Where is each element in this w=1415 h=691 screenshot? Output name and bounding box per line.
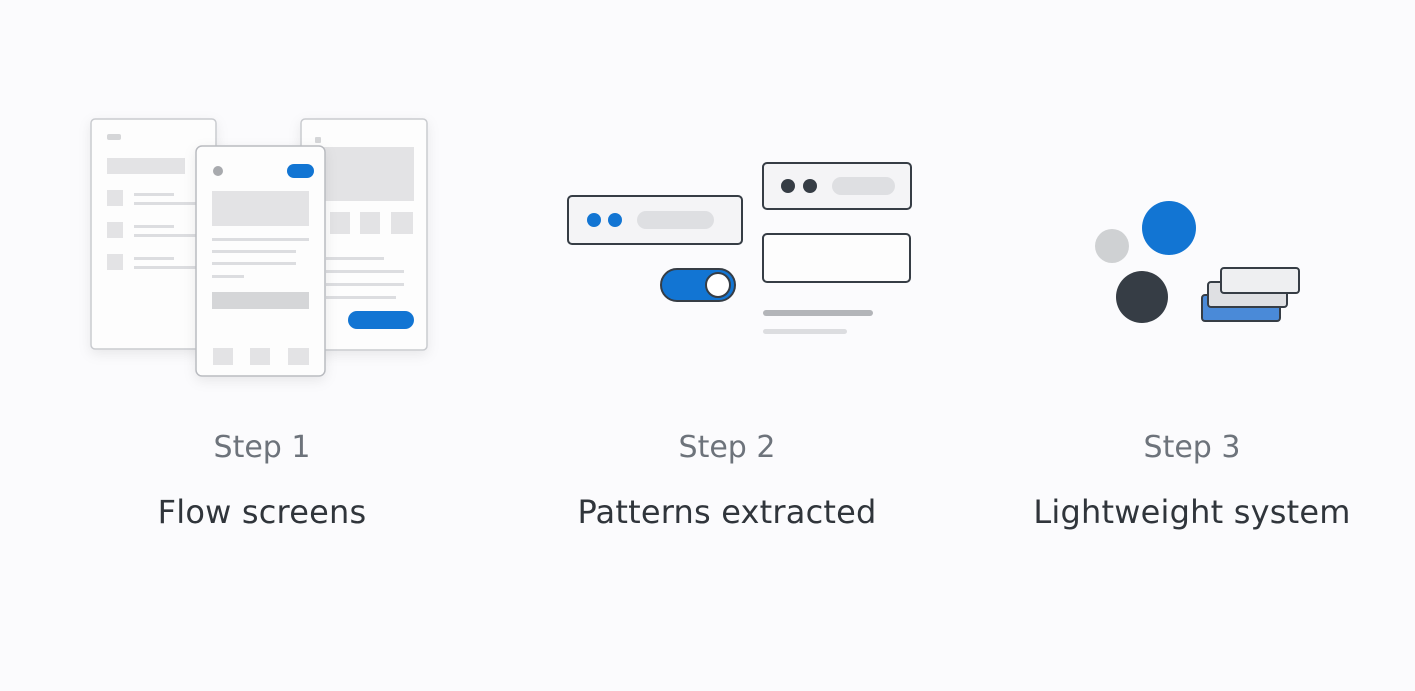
screen-back-left <box>90 118 217 350</box>
pattern-toggle <box>660 268 736 302</box>
step-label: Step 1 <box>213 430 311 465</box>
step-title: Flow screens <box>157 493 367 531</box>
stacked-cards <box>1201 267 1300 322</box>
token-circle-dark <box>1116 271 1168 323</box>
token-circle-blue <box>1142 201 1196 255</box>
pattern-input-field <box>762 233 911 283</box>
step-title: Patterns extracted <box>577 493 877 531</box>
screen-back-right <box>300 118 428 351</box>
step-label: Step 3 <box>1143 430 1241 465</box>
patterns-illustration <box>567 162 912 334</box>
step-title: Lightweight system <box>1033 493 1351 531</box>
pattern-chip-blue <box>567 195 743 245</box>
screen-front-phone <box>195 145 326 377</box>
flow-screens-illustration <box>90 118 428 377</box>
pattern-text-line <box>763 329 847 334</box>
system-illustration <box>1095 201 1300 323</box>
pattern-text-line <box>763 310 873 316</box>
step-label: Step 2 <box>678 430 776 465</box>
token-circle-grey <box>1095 229 1129 263</box>
pattern-chip-dark <box>762 162 912 210</box>
